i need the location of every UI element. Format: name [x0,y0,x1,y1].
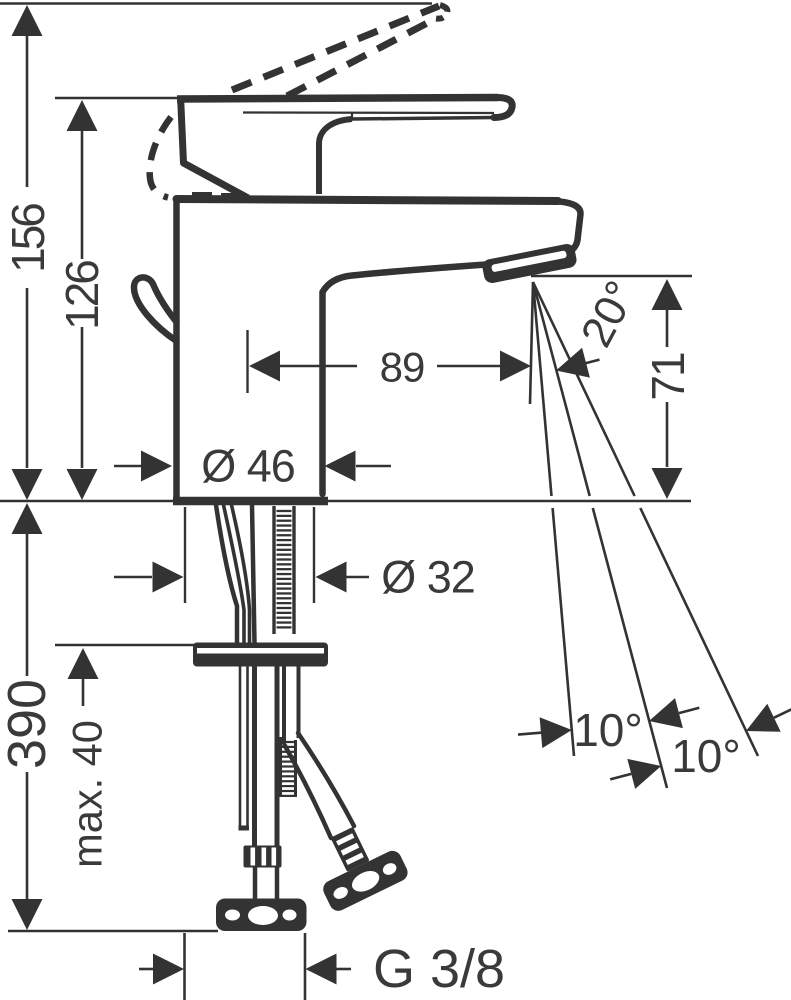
svg-text:71: 71 [642,353,694,401]
svg-text:G 3/8: G 3/8 [373,939,505,999]
svg-text:390: 390 [0,679,57,769]
svg-text:10°: 10° [671,730,741,782]
svg-text:89: 89 [380,344,425,391]
svg-text:126: 126 [56,261,108,330]
svg-text:Ø 46: Ø 46 [201,441,295,492]
svg-text:156: 156 [2,204,54,273]
svg-text:max. 40: max. 40 [64,720,111,868]
svg-text:10°: 10° [573,704,643,756]
svg-text:Ø 32: Ø 32 [381,552,475,603]
